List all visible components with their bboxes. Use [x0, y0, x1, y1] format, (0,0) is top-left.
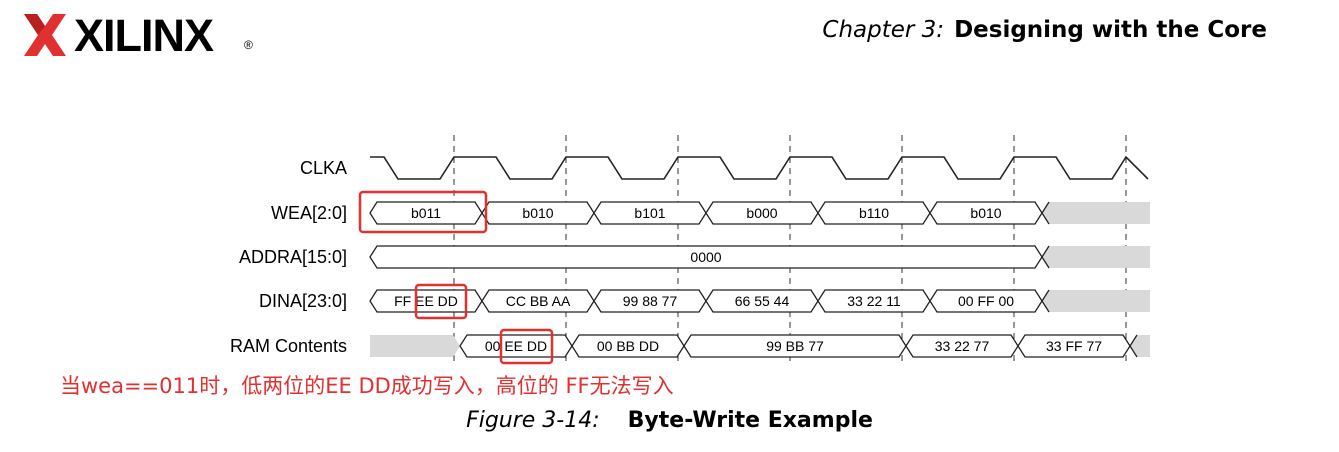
highlight-box-dina	[414, 283, 468, 320]
annotation-note: 当wea==011时，低两位的EE DD成功写入，高位的 FF无法写入	[60, 374, 674, 398]
bus-value: 33 22 11	[847, 293, 901, 309]
signal-labels: CLKA WEA[2:0] ADDRA[15:0] DINA[23:0] RAM Con…	[230, 158, 347, 356]
highlight-box-wea	[358, 190, 488, 234]
signal-label: WEA[2:0]	[271, 203, 347, 223]
bus-value: 33 22 77	[935, 338, 990, 354]
bus-segment	[370, 335, 460, 357]
signal-label: DINA[23:0]	[259, 291, 347, 311]
bus-edge	[1041, 201, 1050, 225]
bus-segment	[1130, 335, 1150, 357]
bus-row: 00 EE DD 00 BB DD 99 BB 77 33 22 77 33 FF 77	[370, 334, 1150, 358]
bus-value: 00 EE DD	[485, 338, 547, 354]
bus-value: FF EE DD	[394, 293, 458, 309]
bus-value: 00 BB DD	[597, 338, 659, 354]
bus-waveforms: b011 b010 b101 b000 b110 b010 0000 FF EE DD CC B…	[369, 201, 1150, 358]
bus-row: 0000	[369, 245, 1150, 269]
bus-value: 99 BB 77	[766, 338, 824, 354]
figure-caption: Figure 3-14: Byte-Write Example	[0, 406, 1339, 436]
registered-mark: ®	[244, 38, 253, 52]
clock-waveform	[370, 155, 1149, 180]
chapter-heading: Chapter 3: Designing with the Core	[822, 14, 1267, 46]
bus-value: 0000	[690, 249, 721, 265]
bus-value: b011	[411, 205, 441, 221]
bus-segment	[1042, 202, 1150, 224]
signal-label: CLKA	[300, 158, 347, 178]
bus-value: b010	[522, 205, 553, 221]
bus-row: FF EE DD CC BB AA 99 88 77 66 55 44 33 22 11…	[369, 289, 1150, 313]
signal-label: RAM Contents	[230, 336, 347, 356]
bus-value: b010	[970, 205, 1001, 221]
bus-row: b011 b010 b101 b000 b110 b010	[369, 201, 1150, 225]
bus-value: b101	[634, 205, 665, 221]
chapter-title: Designing with the Core	[954, 17, 1267, 43]
logo-wordmark: XILINX	[74, 10, 214, 61]
bus-edge	[1041, 289, 1050, 313]
bus-edge	[1129, 334, 1138, 358]
bus-value: 66 55 44	[735, 293, 790, 309]
xilinx-logo: XILINX ®	[24, 8, 253, 61]
bus-segment	[1042, 290, 1150, 312]
bus-value: b110	[859, 205, 889, 221]
signal-label: ADDRA[15:0]	[239, 247, 347, 267]
highlight-box-ram	[499, 328, 554, 365]
clka-waveform	[370, 155, 1149, 180]
bus-value: 99 88 77	[623, 293, 678, 309]
highlight-boxes	[358, 190, 554, 365]
bus-value: CC BB AA	[506, 293, 571, 309]
figure-number: Figure 3-14:	[466, 408, 600, 433]
bus-value: 00 FF 00	[958, 293, 1014, 309]
bus-value: b000	[746, 205, 777, 221]
figure-title: Byte-Write Example	[627, 408, 873, 433]
xilinx-logo-icon	[24, 14, 66, 56]
chapter-label: Chapter 3:	[822, 17, 945, 43]
bus-segment	[1042, 246, 1150, 268]
bus-value: 33 FF 77	[1046, 338, 1102, 354]
bus-edge	[1041, 245, 1050, 269]
